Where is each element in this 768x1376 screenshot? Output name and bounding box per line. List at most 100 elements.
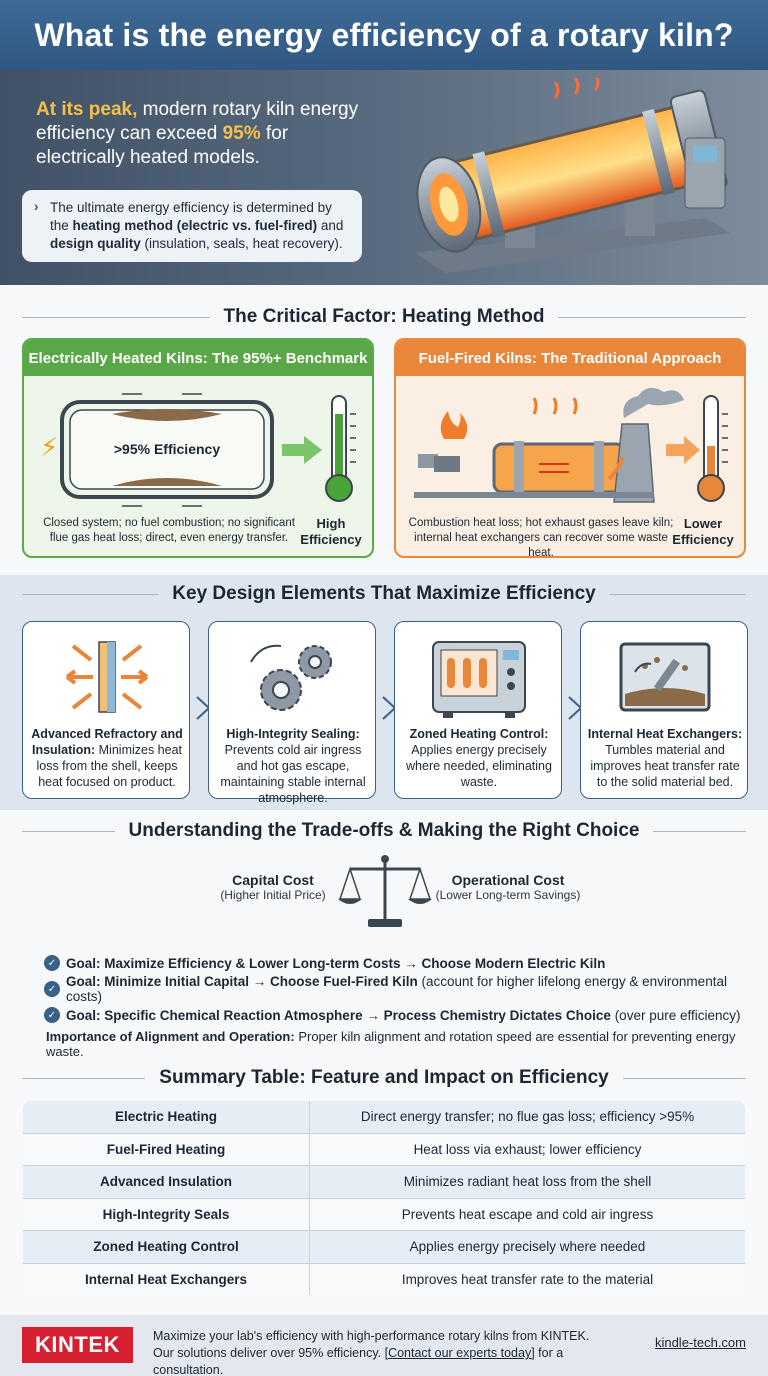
svg-text:⚡: ⚡ (40, 433, 58, 463)
chevron-right-icon: › (34, 199, 39, 214)
divider (22, 316, 210, 318)
capital-cost: Capital Cost (Higher Initial Price) (198, 872, 348, 902)
footer: KINTEK Maximize your lab's efficiency wi… (0, 1315, 768, 1376)
design-desc: Tumbles material and improves heat trans… (590, 743, 740, 789)
check-icon: ✓ (44, 955, 60, 971)
design-card-insulation: Advanced Refractory and Insulation: Mini… (22, 621, 190, 799)
fuel-caption: Combustion heat loss; hot exhaust gases … (408, 517, 674, 558)
divider (622, 1077, 746, 1079)
divider (653, 830, 747, 832)
heating-method-heading: The Critical Factor: Heating Method (22, 306, 747, 328)
feature-cell: Advanced Insulation (23, 1165, 310, 1199)
footer-line-1: Maximize your lab's efficiency with high… (153, 1329, 590, 1343)
design-card-zoned: Zoned Heating Control: Applies energy pr… (394, 621, 562, 799)
design-title: High-Integrity Sealing: (226, 727, 360, 741)
goal-rest: (over pure efficiency) (610, 1007, 741, 1023)
tradeoffs-heading: Understanding the Trade-offs & Making th… (22, 820, 747, 842)
design-title: Advanced Refractory and Insulation: (31, 727, 183, 757)
heading-text: The Critical Factor: Heating Method (223, 306, 545, 327)
electric-caption: Closed system; no fuel combustion; no si… (43, 517, 295, 544)
check-icon: ✓ (44, 1007, 60, 1023)
hero-lead-text: modern rotary kiln energy efficiency can… (36, 99, 359, 144)
electric-result: High Efficiency (300, 516, 362, 547)
capital-cost-label: Capital Cost (232, 872, 314, 888)
page-title: What is the energy efficiency of a rotar… (34, 16, 734, 53)
hero-lead-tail: for electrically heated models. (36, 123, 289, 168)
impact-cell: Direct energy transfer; no flue gas loss… (309, 1101, 745, 1134)
electric-card-title: Electrically Heated Kilns: The 95%+ Benc… (24, 340, 372, 376)
fuel-kiln-diagram (414, 387, 728, 503)
impact-cell: Minimizes radiant heat loss from the she… (309, 1165, 745, 1199)
fuel-card-title: Fuel-Fired Kilns: The Traditional Approa… (396, 340, 744, 376)
design-title: Internal Heat Exchangers: (587, 727, 743, 741)
electric-efficiency-label: >95% Efficiency (114, 441, 220, 457)
fuel-kiln-card: Fuel-Fired Kilns: The Traditional Approa… (394, 338, 746, 558)
goal-bold: Goal: Specific Chemical Reaction Atmosph… (66, 1007, 611, 1023)
gears-icon (250, 644, 332, 711)
design-text: Internal Heat Exchangers: Tumbles materi… (587, 726, 743, 790)
footer-text: Maximize your lab's efficiency with high… (153, 1328, 633, 1376)
hero-note-intro: The ultimate energy efficiency is determ… (50, 200, 332, 233)
hero-note-bold-1: heating method (electric vs. fuel-fired) (72, 218, 318, 233)
divider (22, 830, 115, 832)
divider (558, 316, 747, 318)
footer-line-2-pre: Our solutions deliver over 95% efficienc… (153, 1346, 385, 1360)
hero-lead: At its peak, modern rotary kiln energy e… (36, 98, 366, 170)
footer-line-2-post: for a consultation. (153, 1346, 564, 1376)
design-desc: Prevents cold air ingress and hot gas es… (220, 743, 366, 805)
heat-exchanger-icon (619, 642, 711, 712)
contact-link[interactable]: [Contact our experts today] (384, 1346, 535, 1360)
goal-item: ✓ Goal: Minimize Initial Capital → Choose… (44, 974, 754, 1004)
title-bar: What is the energy efficiency of a rotar… (0, 0, 768, 70)
operational-cost: Operational Cost (Lower Long-term Saving… (428, 872, 588, 902)
alignment-bold: Importance of Alignment and Operation: (46, 1029, 295, 1044)
electric-loop-diagram: ⚡ >95% Efficiency (40, 393, 356, 507)
check-icon: ✓ (44, 981, 60, 997)
design-title: Zoned Heating Control: (409, 727, 549, 741)
feature-cell: Electric Heating (23, 1101, 310, 1134)
impact-cell: Improves heat transfer rate to the mater… (309, 1263, 745, 1295)
divider (22, 1077, 146, 1079)
heading-text: Summary Table: Feature and Impact on Eff… (159, 1067, 609, 1088)
goal-bold: Goal: Minimize Initial Capital → Choose … (66, 974, 418, 989)
hero-lead-value: 95% (222, 123, 261, 144)
capital-cost-sub: (Higher Initial Price) (220, 888, 326, 902)
alignment-note: Importance of Alignment and Operation: P… (46, 1029, 746, 1059)
rotary-kiln-illustration (415, 78, 730, 273)
operational-cost-sub: (Lower Long-term Savings) (435, 888, 581, 902)
design-text: Advanced Refractory and Insulation: Mini… (29, 726, 185, 790)
impact-cell: Applies energy precisely where needed (309, 1230, 745, 1264)
insulation-icon (65, 641, 149, 713)
feature-cell: Zoned Heating Control (23, 1230, 310, 1264)
alignment-text: Proper kiln alignment and rotation speed… (46, 1029, 736, 1059)
kintek-logo[interactable]: KINTEK (22, 1327, 133, 1363)
design-card-sealing: High-Integrity Sealing: Prevents cold ai… (208, 621, 376, 805)
divider (609, 593, 747, 595)
footer-line-2: Our solutions deliver over 95% efficienc… (153, 1345, 633, 1376)
design-desc: Minimizes heat loss from the shell, keep… (36, 743, 183, 789)
website-link[interactable]: kindle-tech.com (654, 1335, 746, 1350)
operational-cost-label: Operational Cost (451, 872, 565, 888)
summary-heading: Summary Table: Feature and Impact on Eff… (22, 1067, 746, 1089)
hero-note: › The ultimate energy efficiency is dete… (22, 190, 362, 262)
feature-cell: Internal Heat Exchangers (23, 1263, 310, 1295)
hero-note-tail: (insulation, seals, heat recovery). (140, 236, 343, 251)
heading-text: Understanding the Trade-offs & Making th… (128, 820, 640, 841)
goal-item: ✓Goal: Maximize Efficiency & Lower Long-… (44, 950, 754, 976)
hero-note-bold-2: design quality (50, 236, 141, 251)
impact-cell: Heat loss via exhaust; lower efficiency (309, 1133, 745, 1166)
design-card-exchanger: Internal Heat Exchangers: Tumbles materi… (580, 621, 748, 799)
hero-lead-highlight: At its peak, (36, 99, 138, 120)
feature-cell: Fuel-Fired Heating (23, 1133, 310, 1166)
goal-rest: (account for higher lifelong energy & en… (66, 974, 727, 1004)
design-heading: Key Design Elements That Maximize Effici… (22, 583, 747, 605)
hero-note-mid: and (317, 218, 344, 233)
feature-cell: High-Integrity Seals (23, 1198, 310, 1231)
design-text: High-Integrity Sealing: Prevents cold ai… (215, 726, 371, 806)
